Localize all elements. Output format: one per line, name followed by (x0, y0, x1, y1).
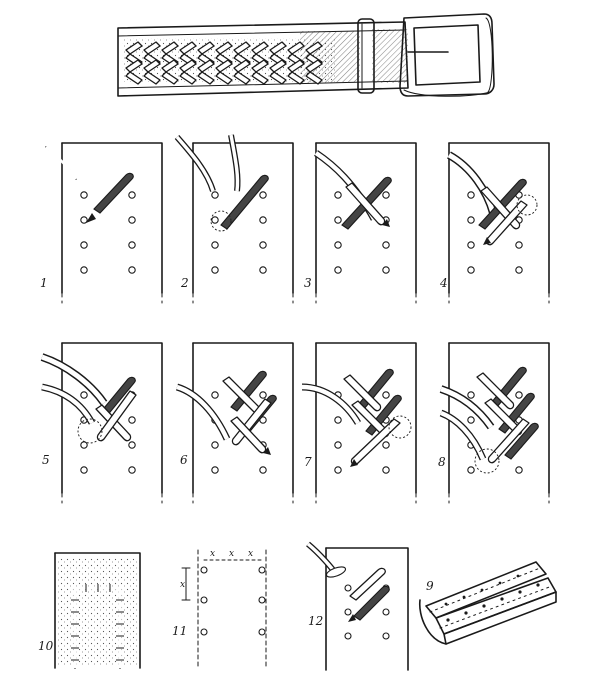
step-9-panel (419, 561, 557, 645)
step-label-5: 5 (42, 453, 50, 467)
belt-braid (122, 38, 337, 85)
step-2-panel (174, 134, 294, 304)
spacing-marks: x x x x (180, 549, 253, 590)
step-label-6: 6 (180, 453, 188, 467)
step-1-panel (45, 142, 163, 304)
step-label-1: 1 (40, 276, 48, 290)
step-10-panel (54, 552, 141, 669)
step-3-panel (314, 142, 417, 304)
step-label-9: 9 (426, 579, 434, 593)
step-8-panel (439, 342, 550, 504)
step-7-panel (301, 342, 417, 504)
spacing-mark-top-2: x (229, 549, 234, 559)
step-label-10: 10 (38, 639, 54, 653)
step-11-panel (181, 549, 267, 669)
belt-keeper (357, 18, 375, 94)
step-label-2: 2 (180, 276, 189, 290)
step-4-panel (446, 142, 550, 304)
step-label-7: 7 (304, 455, 312, 469)
step-5-panel (40, 342, 163, 504)
belt-buckle (399, 13, 495, 97)
spacing-mark-top-1: x (210, 549, 215, 559)
step-label-3: 3 (304, 276, 312, 290)
step-label-12: 12 (308, 614, 323, 628)
step-6-panel (175, 342, 294, 504)
step-labels: 1 2 3 4 5 6 7 8 9 10 11 12 (38, 276, 448, 653)
spacing-mark-side: x (180, 580, 185, 590)
step-label-11: 11 (172, 624, 187, 638)
step-label-8: 8 (438, 455, 446, 469)
step-12-panel (306, 541, 409, 671)
spacing-mark-top-3: x (248, 549, 253, 559)
step-label-4: 4 (439, 276, 448, 290)
belt-illustration (117, 13, 495, 97)
